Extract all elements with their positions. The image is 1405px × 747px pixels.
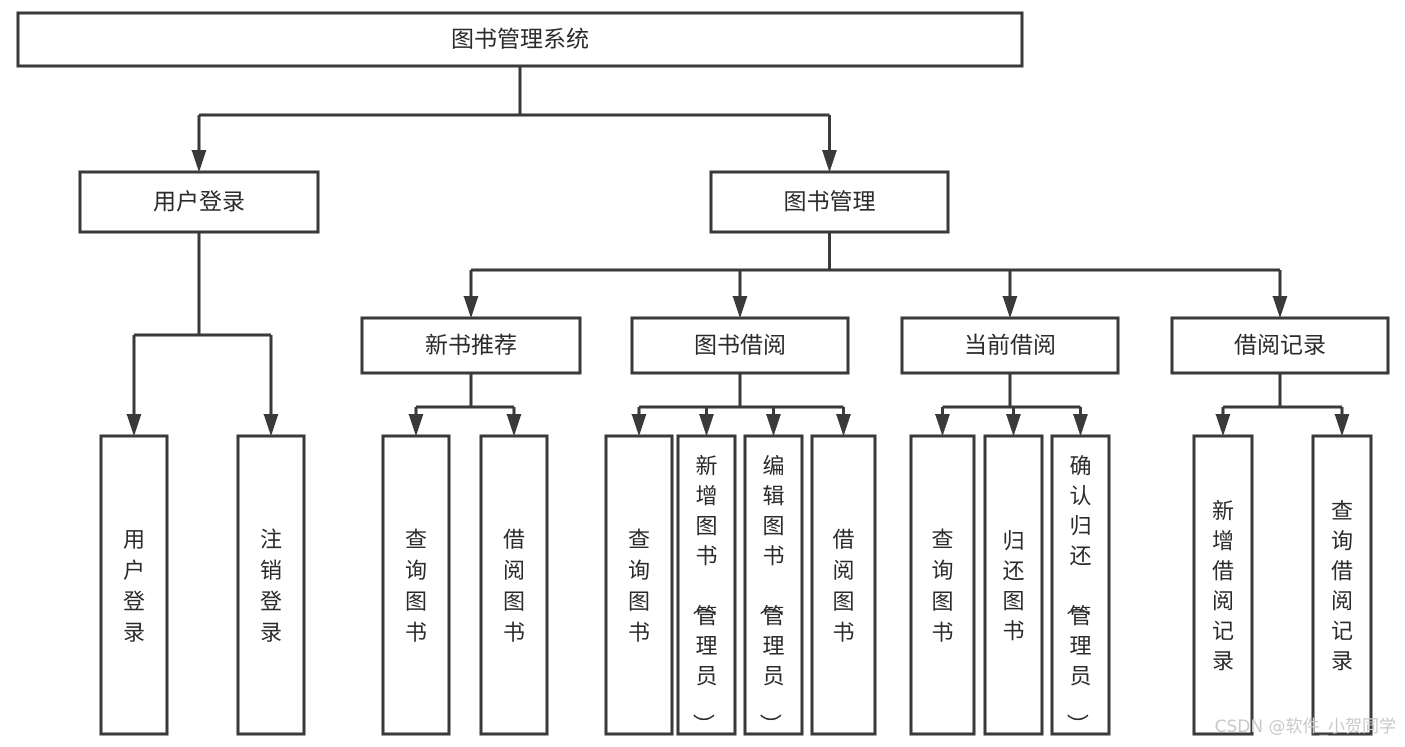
node-root[interactable]: 图书管理系统 xyxy=(16,11,1024,68)
csdn-watermark: CSDN @软件_小贺同学 xyxy=(1215,717,1396,737)
node-leaf-new-borrow[interactable]: 借阅图书 xyxy=(479,434,549,736)
node-box[interactable] xyxy=(709,170,950,234)
node-current[interactable]: 当前借阅 xyxy=(900,316,1120,375)
node-label: 图书管理系统 xyxy=(451,27,589,53)
node-box[interactable] xyxy=(479,434,549,736)
node-leaf-borrow-lend[interactable]: 借阅图书 xyxy=(810,434,877,736)
node-borrow[interactable]: 图书借阅 xyxy=(630,316,850,375)
node-label: 查询图书 xyxy=(628,528,650,646)
node-label: 查询图书 xyxy=(931,528,953,646)
connector-layer xyxy=(126,66,1350,436)
arrow-head-icon xyxy=(766,414,781,436)
arrow-head-icon xyxy=(1002,296,1018,318)
node-leaf-user-login[interactable]: 用户登录 xyxy=(99,434,169,736)
node-label: 新增图书（管理员） xyxy=(689,454,717,735)
node-label: 借阅图书 xyxy=(832,528,854,646)
arrow-head-icon xyxy=(126,414,142,436)
connector-group-root xyxy=(191,66,837,172)
node-box[interactable] xyxy=(99,434,169,736)
node-leaf-borrow-add[interactable]: 新增图书（管理员） xyxy=(676,434,737,736)
arrow-head-icon xyxy=(822,150,837,172)
node-box[interactable] xyxy=(909,434,976,736)
node-box[interactable] xyxy=(676,434,737,736)
node-box[interactable] xyxy=(236,434,306,736)
node-box[interactable] xyxy=(900,316,1120,375)
node-box[interactable] xyxy=(1050,434,1111,736)
arrow-head-icon xyxy=(191,150,207,172)
node-label: 归还图书 xyxy=(1002,529,1024,644)
node-leaf-user-logout[interactable]: 注销登录 xyxy=(236,434,306,736)
node-label: 新书推荐 xyxy=(425,333,517,359)
node-box[interactable] xyxy=(381,434,451,736)
node-label: 图书管理 xyxy=(784,189,876,215)
node-newbook[interactable]: 新书推荐 xyxy=(360,316,582,375)
node-login[interactable]: 用户登录 xyxy=(78,170,320,234)
connector-group-borrow xyxy=(631,373,851,436)
node-label: 借阅记录 xyxy=(1234,333,1326,359)
node-box[interactable] xyxy=(360,316,582,375)
connector-group-login xyxy=(126,232,279,436)
node-label: 借阅图书 xyxy=(503,528,525,646)
node-label: 查询图书 xyxy=(405,528,427,646)
connector-group-record xyxy=(1215,373,1350,436)
node-leaf-cur-return[interactable]: 归还图书 xyxy=(983,434,1044,736)
arrow-head-icon xyxy=(1073,414,1088,436)
node-box[interactable] xyxy=(810,434,877,736)
node-box[interactable] xyxy=(78,170,320,234)
arrow-head-icon xyxy=(1215,414,1231,436)
node-record[interactable]: 借阅记录 xyxy=(1170,316,1390,375)
node-label: 用户登录 xyxy=(153,189,245,215)
node-layer: 图书管理系统用户登录图书管理新书推荐图书借阅当前借阅借阅记录用户登录注销登录查询… xyxy=(16,11,1390,736)
node-label: 当前借阅 xyxy=(964,333,1056,359)
connector-group-newbook xyxy=(408,373,522,436)
arrow-head-icon xyxy=(1334,414,1350,436)
node-leaf-borrow-edit[interactable]: 编辑图书（管理员） xyxy=(743,434,804,736)
node-box[interactable] xyxy=(743,434,804,736)
arrow-head-icon xyxy=(836,414,851,436)
node-label: 新增借阅记录 xyxy=(1212,499,1234,674)
connector-group-current xyxy=(935,373,1088,436)
node-label: 注销登录 xyxy=(260,528,282,646)
arrow-head-icon xyxy=(732,296,748,318)
node-box[interactable] xyxy=(16,11,1024,68)
node-box[interactable] xyxy=(1192,434,1254,736)
arrow-head-icon xyxy=(463,296,479,318)
node-label: 查询借阅记录 xyxy=(1331,499,1353,674)
arrow-head-icon xyxy=(1006,414,1021,436)
arrow-head-icon xyxy=(699,414,714,436)
node-leaf-rec-add[interactable]: 新增借阅记录 xyxy=(1192,434,1254,736)
node-bookmgmt[interactable]: 图书管理 xyxy=(709,170,950,234)
connector-group-bookmgmt xyxy=(463,232,1288,318)
node-box[interactable] xyxy=(983,434,1044,736)
node-box[interactable] xyxy=(1311,434,1373,736)
node-leaf-cur-confirm[interactable]: 确认归还（管理员） xyxy=(1050,434,1111,736)
arrow-head-icon xyxy=(408,414,424,436)
node-leaf-borrow-query[interactable]: 查询图书 xyxy=(604,434,674,736)
node-label: 确认归还（管理员） xyxy=(1063,454,1091,735)
arrow-head-icon xyxy=(935,414,950,436)
arrow-head-icon xyxy=(506,414,522,436)
node-label: 用户登录 xyxy=(123,528,145,646)
arrow-head-icon xyxy=(1272,296,1288,318)
node-box[interactable] xyxy=(630,316,850,375)
arrow-head-icon xyxy=(263,414,279,436)
arrow-head-icon xyxy=(631,414,647,436)
node-box[interactable] xyxy=(604,434,674,736)
node-label: 编辑图书（管理员） xyxy=(756,454,784,735)
node-leaf-cur-query[interactable]: 查询图书 xyxy=(909,434,976,736)
node-leaf-new-query[interactable]: 查询图书 xyxy=(381,434,451,736)
node-leaf-rec-query[interactable]: 查询借阅记录 xyxy=(1311,434,1373,736)
node-box[interactable] xyxy=(1170,316,1390,375)
node-label: 图书借阅 xyxy=(694,333,786,359)
